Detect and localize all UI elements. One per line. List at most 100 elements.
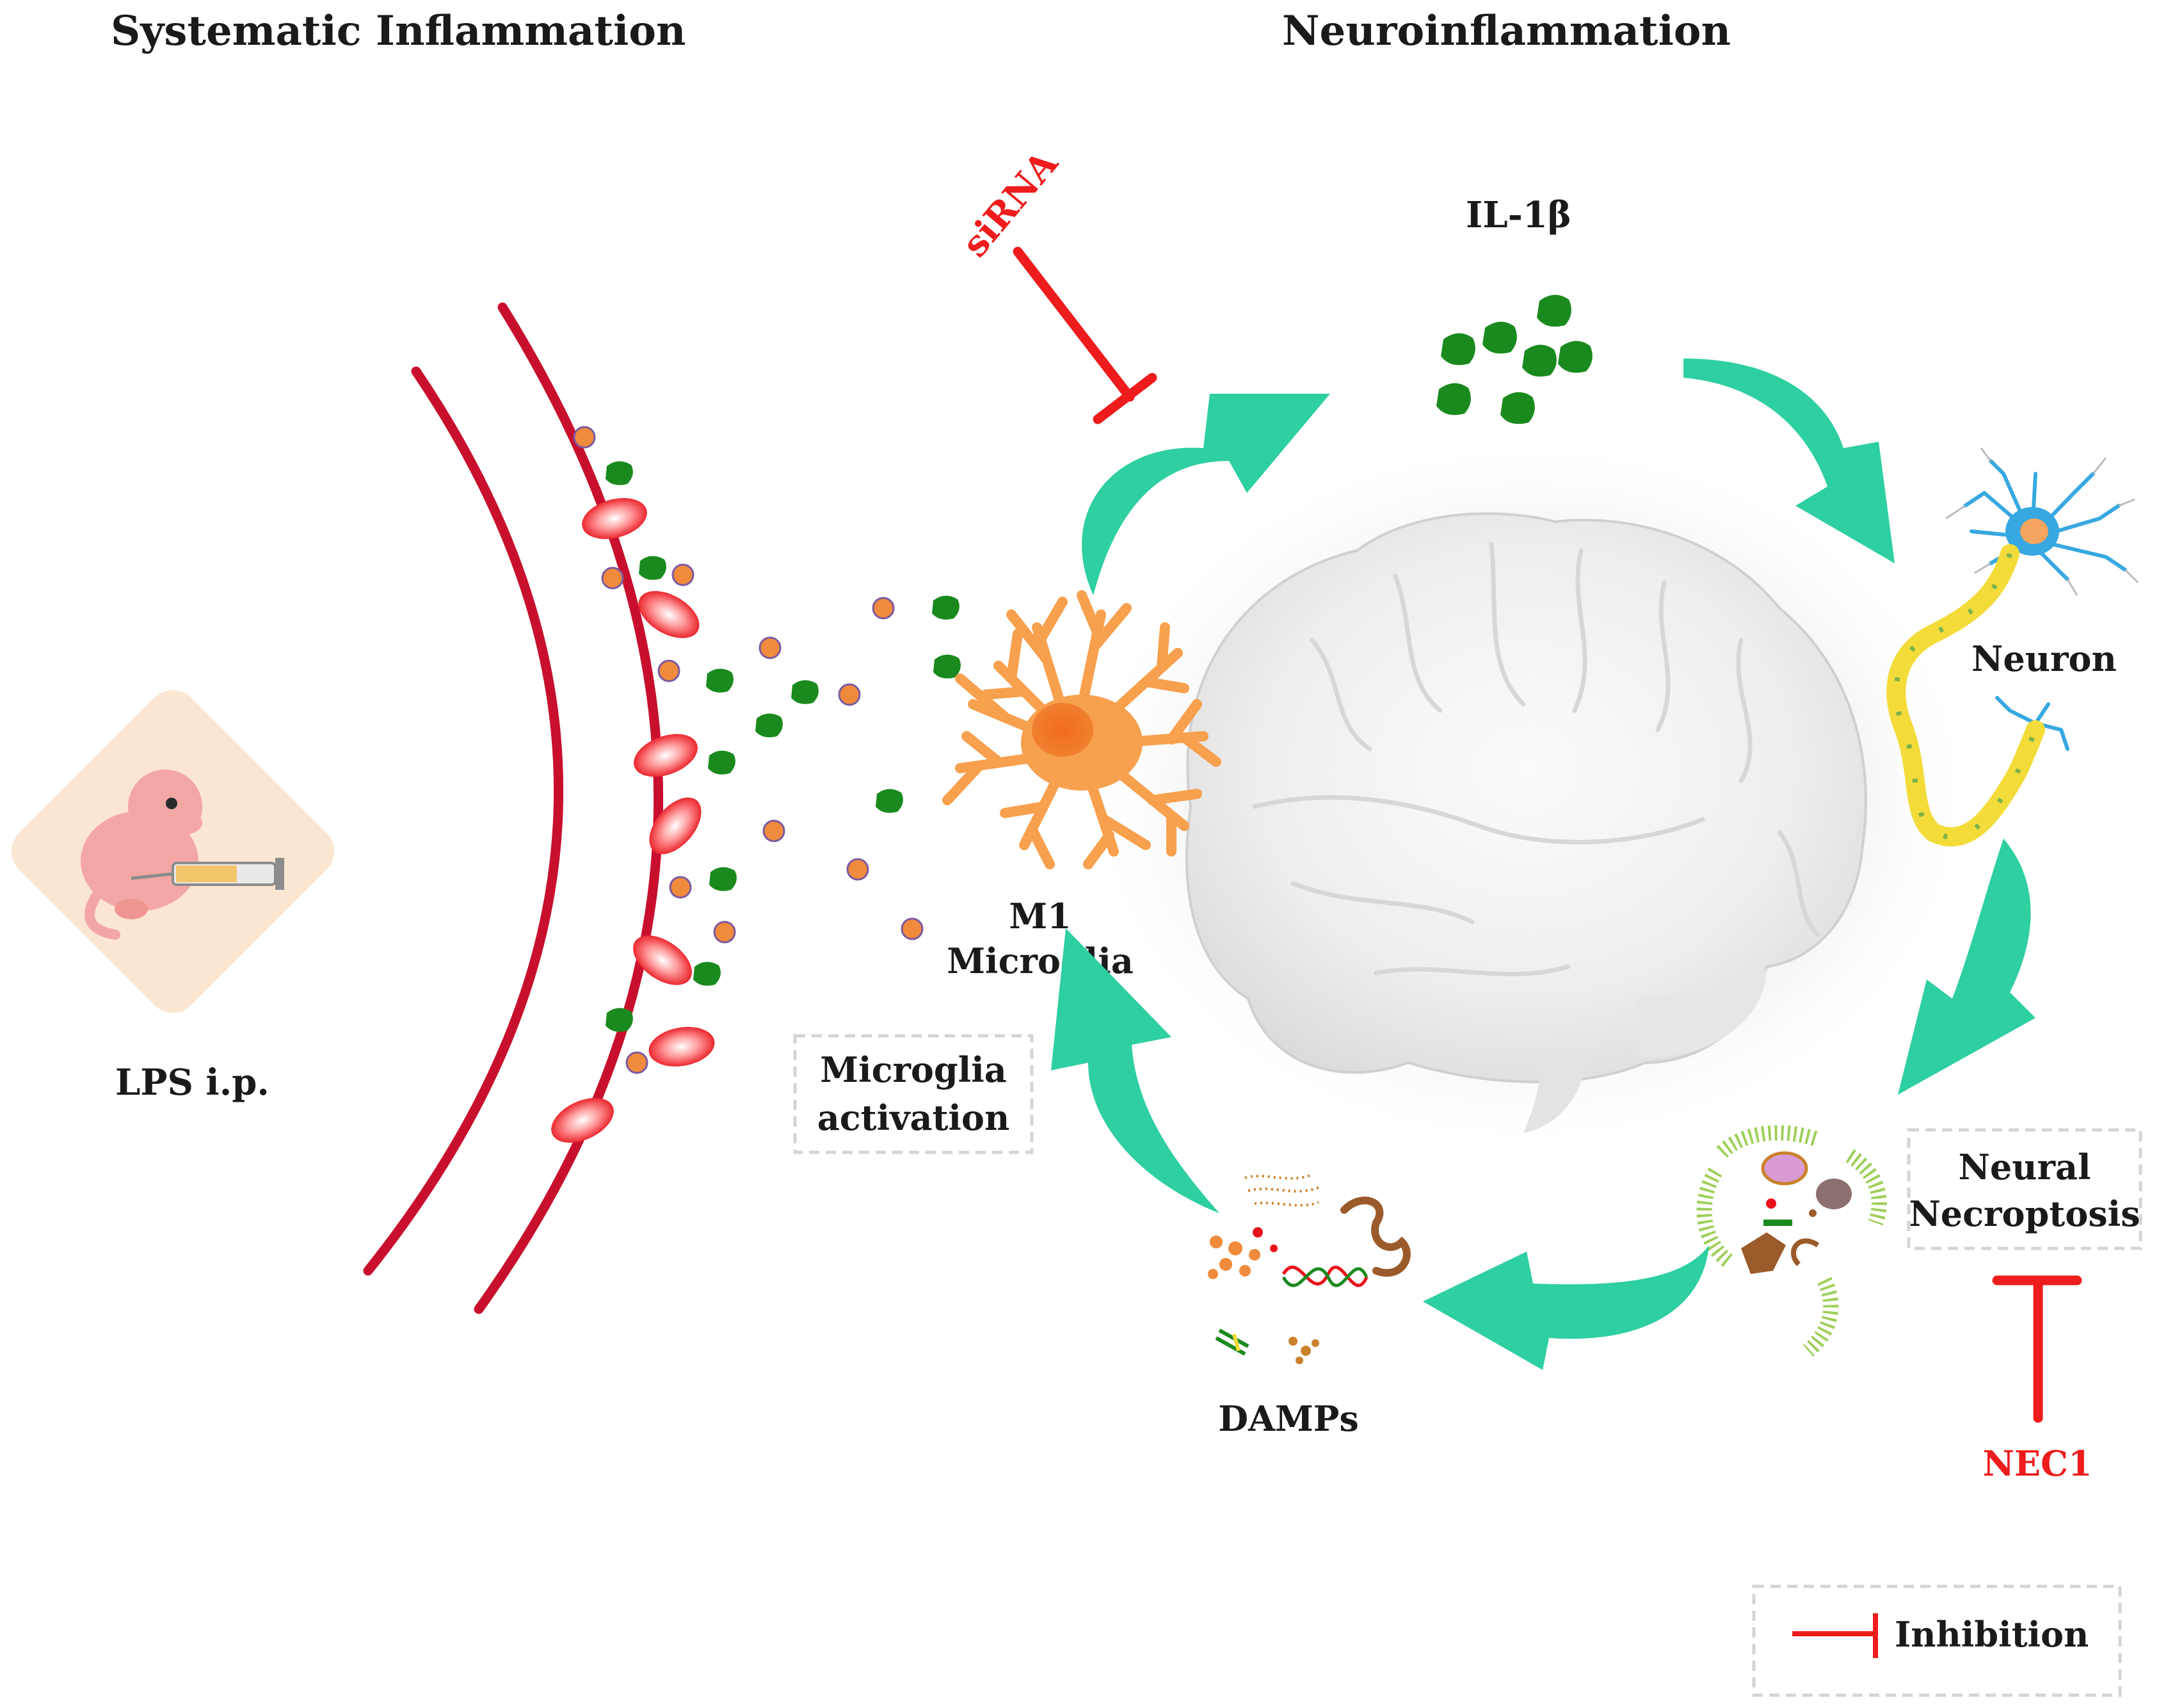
necroptosis-line1: Neural [1959, 1147, 2091, 1188]
arrow-il1b-to-neuron [1683, 359, 1895, 563]
membrane-fragment [1845, 1148, 1887, 1226]
organelle [1790, 1238, 1820, 1266]
cytokine [639, 556, 666, 580]
il1b-label: IL-1β [1466, 194, 1571, 236]
cytokine [693, 962, 721, 986]
injected-pup-icon [81, 769, 202, 940]
ruptured-cell-icon [1696, 1125, 1887, 1357]
il1b-molecule [1436, 383, 1471, 415]
neuron-cell-icon [1886, 447, 2139, 846]
cytokine [791, 680, 819, 704]
vessel-wall-outer [363, 366, 564, 1276]
il1b-cluster [1436, 294, 1593, 424]
sirna-inhibition: siRNA [954, 142, 1157, 424]
brain-folds [1252, 542, 1820, 977]
legend-inhibition-label: Inhibition [1895, 1614, 2089, 1655]
cytokine [876, 789, 903, 813]
legend: Inhibition [1752, 1584, 2122, 1697]
microglia-cell-icon [942, 590, 1221, 869]
cytokine [709, 867, 737, 891]
m1-label: M1 [1009, 896, 1071, 937]
cytokine [708, 750, 735, 775]
cytokine-particles [606, 461, 961, 1032]
activation-line2: activation [817, 1097, 1009, 1138]
lps-particle [573, 426, 596, 449]
dna-strand [1281, 1267, 1369, 1287]
cytokine [755, 713, 783, 737]
il1b-molecule [1537, 294, 1571, 327]
nec1-label: NEC1 [1982, 1443, 2092, 1484]
necroptosis-frame [1907, 1128, 2142, 1250]
rbc [633, 935, 692, 985]
lps-particle [657, 659, 680, 682]
neuron-axon [1886, 544, 2045, 846]
lps-particle [901, 917, 924, 940]
lps-particle [872, 597, 895, 620]
arrow-damps-to-microglia [1051, 928, 1219, 1213]
lps-injection-panel: LPS i.p. [11, 689, 335, 1104]
microglia-nucleus [1032, 703, 1093, 757]
rbc [648, 1027, 715, 1067]
membrane-fragment [1716, 1125, 1820, 1158]
neuroinflammation-title: Neuroinflammation [1282, 7, 1731, 55]
nec1-inhibition: NEC1 [1982, 1275, 2092, 1484]
il1b-molecule [1482, 321, 1517, 354]
cytokine [706, 668, 734, 693]
cerebellum [1639, 967, 1767, 1058]
il1b-molecule [1441, 333, 1475, 366]
blood-vessel [363, 302, 664, 1314]
lps-particle [601, 567, 624, 590]
systemic-title: Systematic Inflammation [111, 7, 686, 55]
sirna-inhibit-bar [1093, 373, 1157, 424]
organelle [1809, 1209, 1817, 1217]
cytokine [606, 1008, 633, 1032]
cytokine [606, 461, 633, 485]
damp-molecules-icon [1208, 1173, 1411, 1364]
protein-strand [1340, 1196, 1411, 1277]
arrow-neuron-to-necroptosis [1898, 839, 2035, 1095]
lps-particle [671, 563, 695, 586]
rbc [638, 591, 700, 638]
membrane-fragment [1696, 1167, 1733, 1268]
necroptosis-box: Neural Necroptosis [1907, 1128, 2142, 1250]
organelle [1761, 1151, 1808, 1186]
neuron-label: Neuron [1971, 638, 2117, 679]
cycle-arrows [1051, 359, 2035, 1370]
organelle [1763, 1220, 1792, 1226]
lps-particle [669, 876, 692, 899]
arrow-necroptosis-to-damps [1423, 1245, 1709, 1370]
organelle [1816, 1179, 1852, 1209]
lps-particle [713, 921, 736, 944]
brain-stem [1523, 1056, 1587, 1133]
lps-particle [625, 1051, 648, 1074]
rbc [551, 1098, 614, 1143]
il1b-molecule [1500, 392, 1535, 424]
cytokine [932, 595, 960, 620]
organelle [1741, 1232, 1786, 1274]
lps-particle [846, 858, 869, 881]
arrow-microglia-to-il1b [1082, 394, 1330, 595]
lps-particle [759, 636, 782, 659]
brain-icon [1082, 435, 1978, 1152]
rbc [634, 734, 698, 777]
lps-particle [762, 819, 785, 842]
il1b-molecule [1522, 344, 1557, 377]
membrane-fragment [1803, 1277, 1839, 1357]
microglia-activation-box: Microglia activation [793, 1034, 1034, 1154]
dna-strand [1281, 1266, 1369, 1287]
necroptosis-line2: Necroptosis [1909, 1193, 2140, 1234]
neuron-nucleus [2020, 519, 2048, 544]
lps-particle [838, 683, 861, 706]
rbc [649, 797, 702, 855]
organelle [1766, 1198, 1776, 1209]
sirna-inhibit-line [1013, 246, 1135, 402]
syringe-icon [131, 858, 284, 890]
vessel-wall-inner [474, 302, 664, 1314]
sirna-label: siRNA [954, 142, 1066, 265]
damps-label: DAMPs [1218, 1398, 1359, 1439]
brain-shape [1185, 512, 1867, 1083]
il1b-molecule [1558, 341, 1593, 373]
cytokine [933, 654, 961, 679]
lps-particles [573, 426, 924, 1074]
